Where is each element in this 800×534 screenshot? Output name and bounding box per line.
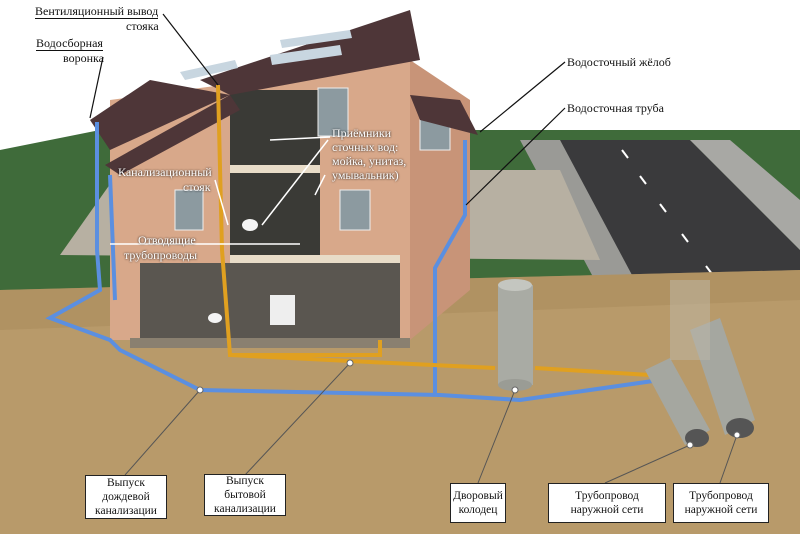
external-pipes: [645, 280, 755, 447]
label-funnel-2: воронка: [63, 51, 104, 65]
label-receivers-2: сточных вод:: [332, 140, 399, 154]
label-receivers-3: мойка, унитаз,: [332, 154, 407, 168]
callout-text: Выпуск бытовой: [224, 475, 266, 501]
yard-well: [498, 279, 533, 391]
rain-pipes: [45, 122, 661, 403]
house: [90, 10, 478, 348]
label-outlet-pipes-1: Отводящие: [138, 233, 196, 247]
label-outlet-pipes-2: трубопроводы: [124, 248, 198, 262]
callout-text: канализации: [214, 503, 276, 515]
callout-external-pipe-2: Трубопровод наружной сети: [673, 483, 769, 523]
label-vent-outlet: Вентиляционный вывод: [35, 4, 159, 19]
label-receivers-1: Приёмники: [332, 126, 392, 140]
pointer-lines: [89, 13, 566, 206]
sewer-pipes: [216, 84, 651, 377]
label-receivers-4: умывальник): [332, 168, 399, 182]
callout-text: Выпуск дождевой: [102, 477, 150, 503]
label-riser-1: Канализационный: [118, 165, 212, 179]
label-vent-outlet-2: стояка: [126, 19, 159, 33]
label-gutter: Водосточный жёлоб: [567, 55, 671, 69]
callout-external-pipe-1: Трубопровод наружной сети: [548, 483, 666, 523]
callout-rain-outlet: Выпуск дождевой канализации: [85, 475, 167, 519]
sidewalk-right: [690, 140, 800, 250]
label-riser-2: стояк: [183, 180, 211, 194]
callout-text: Трубопровод: [689, 490, 753, 502]
callout-text: наружной сети: [684, 504, 758, 516]
white-pointer-lines: [110, 136, 331, 245]
label-downpipe: Водосточная труба: [567, 101, 664, 115]
callout-text: Дворовый: [453, 490, 503, 502]
label-funnel: Водосборная: [36, 36, 103, 51]
pipe-nodes: [196, 359, 741, 449]
callout-lines: [124, 362, 738, 484]
callout-text: колодец: [458, 504, 498, 516]
callout-text: Трубопровод: [575, 490, 639, 502]
callout-text: канализации: [95, 505, 157, 517]
callout-yard-well: Дворовый колодец: [450, 483, 506, 523]
callout-text: наружной сети: [570, 504, 644, 516]
callout-domestic-outlet: Выпуск бытовой канализации: [204, 474, 286, 516]
